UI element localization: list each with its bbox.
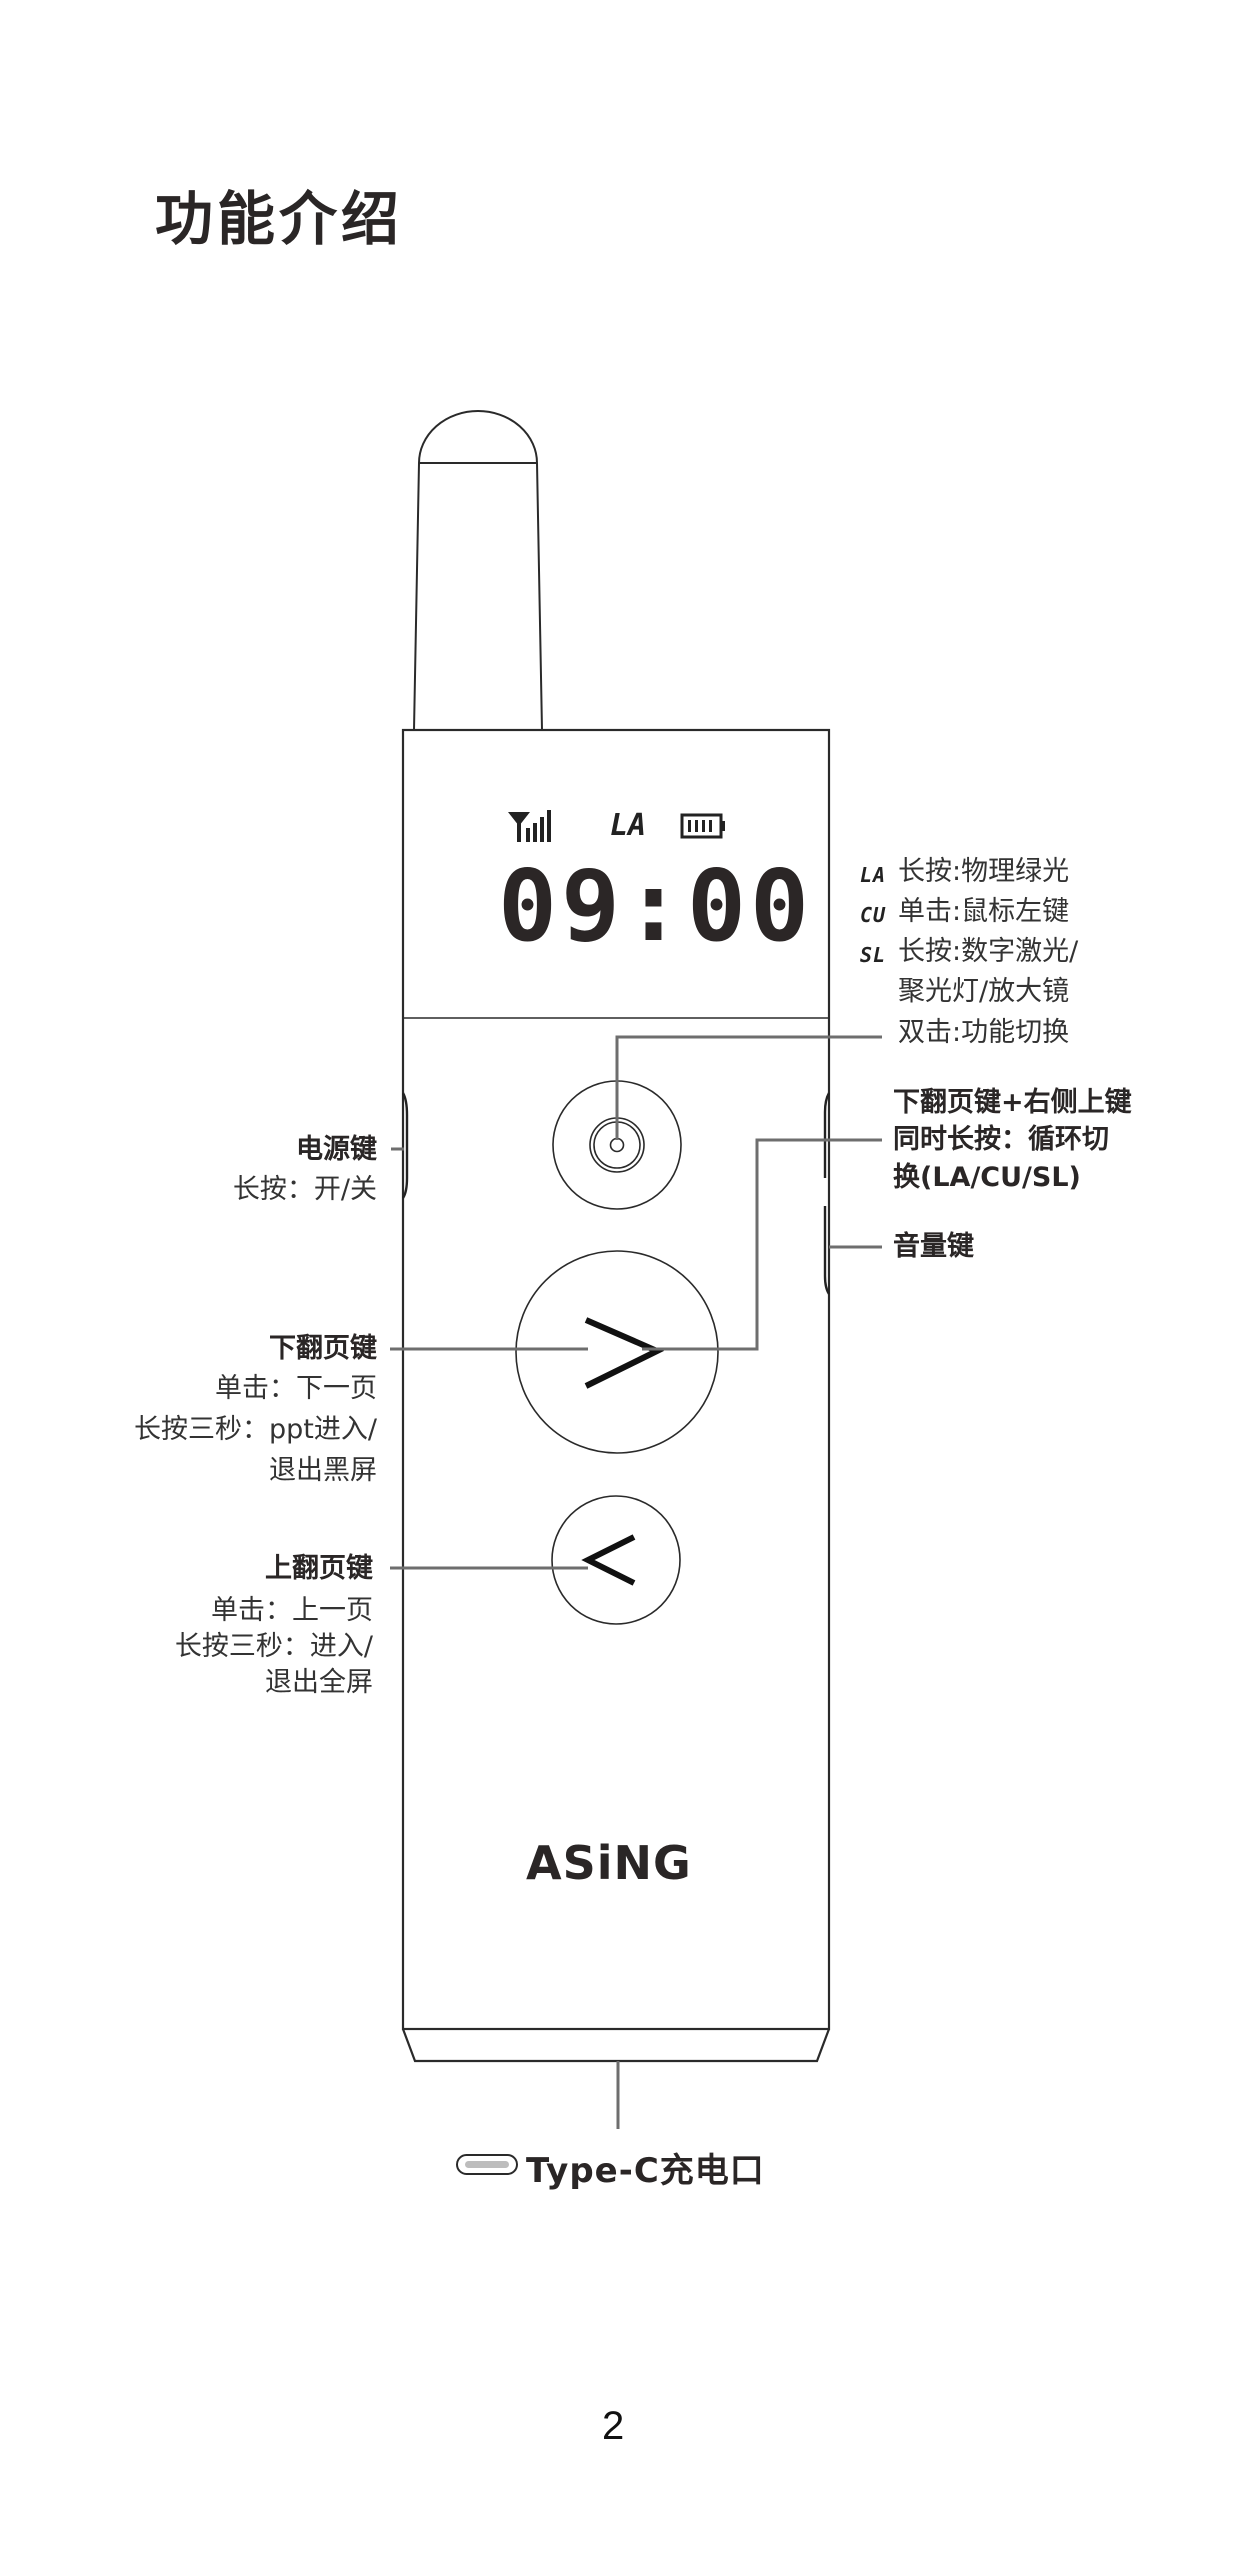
- leader-cycle: [642, 1138, 882, 1351]
- battery-full-icon: [680, 813, 725, 839]
- prev-page-title: 上翻页键: [265, 1553, 373, 1584]
- antenna: [413, 410, 543, 731]
- power-title: 电源键: [296, 1134, 377, 1165]
- mode-code: LA: [860, 863, 887, 887]
- right-upper-side-button: [823, 1092, 831, 1178]
- prev-page-desc: 单击：上一页: [211, 1595, 373, 1626]
- chevron-right-icon: [584, 1317, 665, 1389]
- prev-page-button[interactable]: [551, 1495, 681, 1625]
- next-page-button[interactable]: [515, 1250, 719, 1454]
- chevron-left-icon: [581, 1534, 636, 1586]
- lcd-mode-indicator: LA: [610, 808, 647, 843]
- power-desc: 长按：开/关: [232, 1174, 377, 1205]
- mode-text: 长按:数字激光/: [898, 936, 1079, 967]
- prev-page-desc: 退出全屏: [265, 1667, 373, 1698]
- device-body: [401, 728, 831, 2031]
- cycle-line: 同时长按：循环切: [893, 1124, 1109, 1155]
- next-page-desc: 单击：下一页: [215, 1373, 377, 1404]
- mode-text: 聚光灯/放大镜: [898, 976, 1070, 1007]
- power-side-button: [401, 1092, 409, 1199]
- next-page-desc: 退出黑屏: [269, 1455, 377, 1486]
- mode-text: 单击:鼠标左键: [898, 896, 1070, 927]
- mode-text: 双击:功能切换: [898, 1017, 1070, 1048]
- mode-code: CU: [860, 903, 887, 927]
- page-number: 2: [602, 2404, 625, 2448]
- mode-code: SL: [860, 943, 887, 967]
- leader-laser: [615, 1035, 882, 1140]
- cycle-line: 换(LA/CU/SL): [893, 1162, 1081, 1193]
- charging-port-label: Type-C充电口: [526, 2151, 765, 2191]
- cycle-line: 下翻页键+右侧上键: [893, 1087, 1132, 1118]
- usb-c-port-icon: [456, 2154, 518, 2175]
- signal-bars-icon: [508, 810, 551, 842]
- mode-text: 长按:物理绿光: [898, 856, 1070, 887]
- lcd-time: 09:00: [498, 850, 814, 964]
- next-page-title: 下翻页键: [269, 1333, 377, 1364]
- volume-side-button: [823, 1206, 831, 1295]
- bottom-cap: [401, 2028, 831, 2063]
- brand-logo: ASiNG: [526, 1836, 692, 1890]
- prev-page-desc: 长按三秒：进入/: [174, 1631, 373, 1662]
- volume-label: 音量键: [893, 1231, 974, 1262]
- page-title: 功能介绍: [155, 185, 404, 253]
- next-page-desc: 长按三秒：ppt进入/: [134, 1414, 377, 1445]
